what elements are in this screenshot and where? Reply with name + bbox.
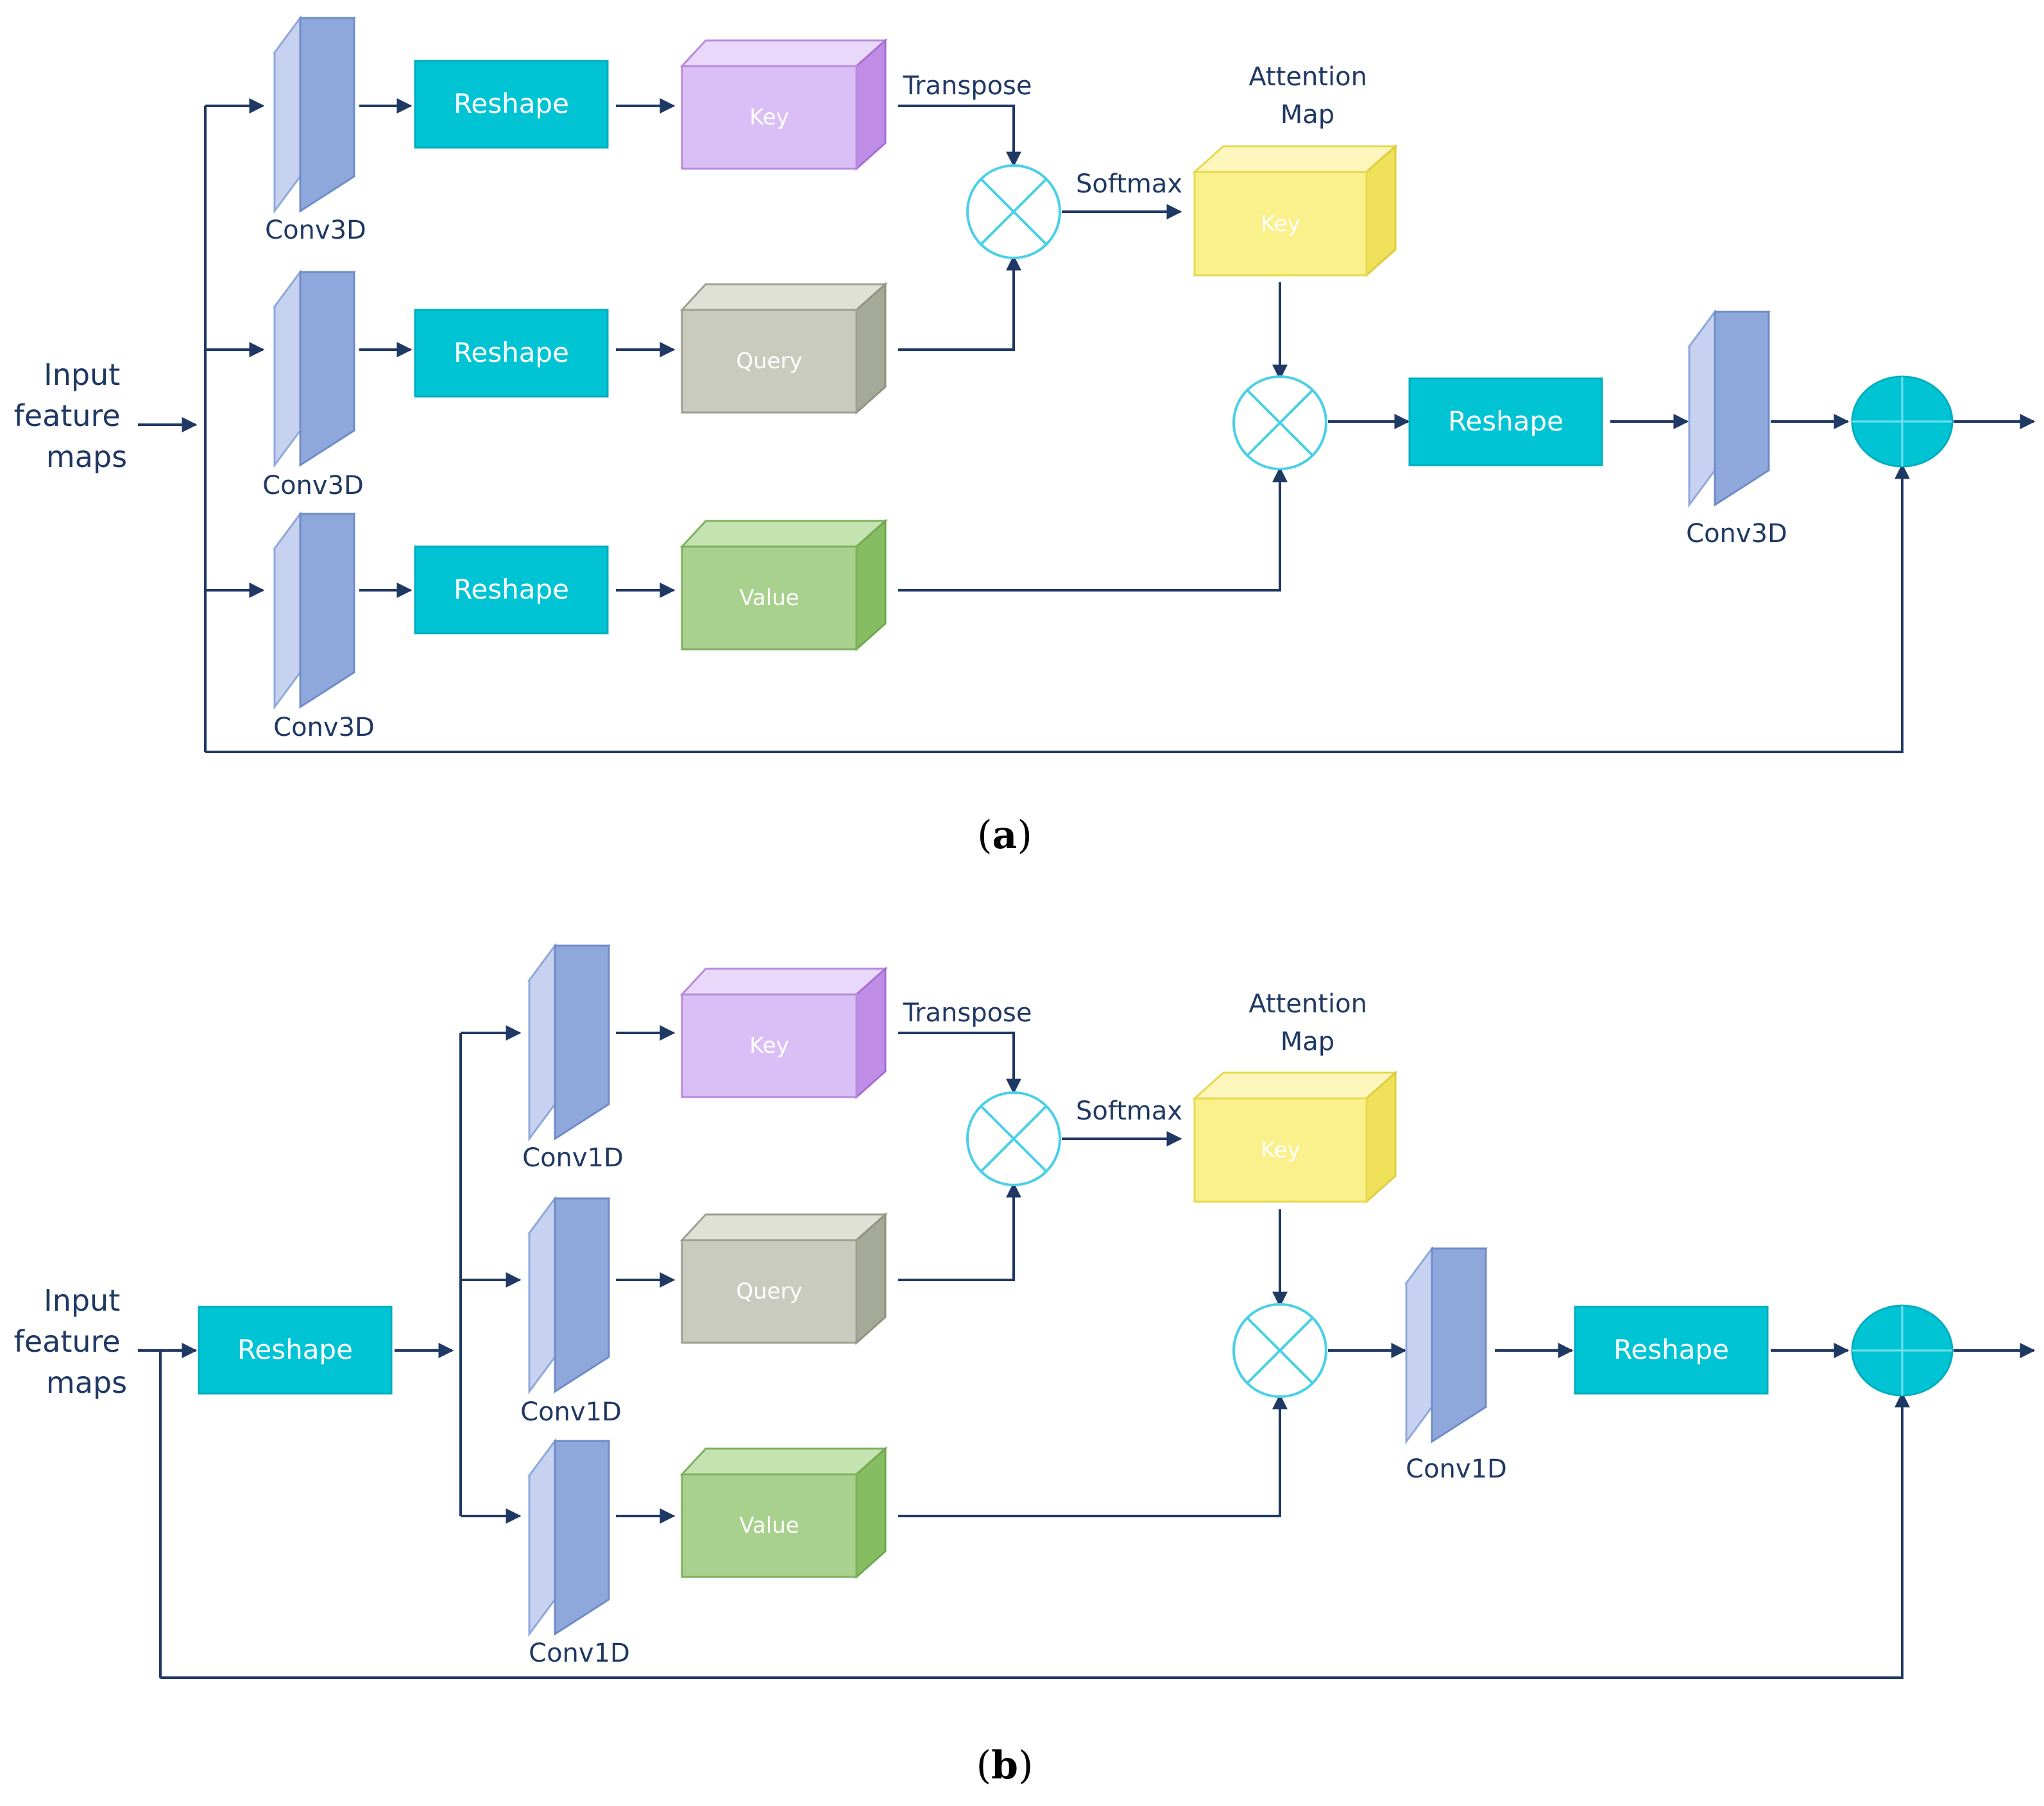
svg-text:Reshape: Reshape [454, 574, 569, 605]
conv3d-block-2: Conv3D [262, 269, 364, 500]
transpose-label: Transpose [902, 71, 1032, 101]
conv3d-block-3: Conv3D [273, 511, 375, 742]
circle-times-icon [1232, 375, 1327, 470]
conv3d-label: Conv3D [262, 471, 364, 500]
softmax-label: Softmax [1076, 1096, 1182, 1126]
reshape-box: Reshape [414, 60, 609, 149]
svg-text:Query: Query [736, 1279, 802, 1304]
conv1d-label: Conv1D [520, 1397, 622, 1427]
reshape-box: Reshape [414, 545, 609, 635]
input-label-b: Input feature maps [14, 1283, 130, 1400]
attention-map-title: Attention Map [1248, 62, 1375, 130]
value-block: Value [679, 518, 888, 652]
circle-times-icon [966, 1091, 1061, 1186]
circle-plus-icon [1851, 1304, 1954, 1397]
svg-text:Query: Query [736, 348, 802, 374]
value-block: Value [679, 1446, 888, 1580]
reshape-box: Reshape [414, 309, 609, 398]
reshape-box: Reshape [1574, 1306, 1769, 1395]
caption-a: (a) [977, 813, 1032, 858]
reshape-box: Reshape [198, 1306, 393, 1395]
attention-map-title: Attention Map [1248, 989, 1375, 1057]
query-block: Query [679, 282, 888, 415]
svg-text:Reshape: Reshape [237, 1334, 353, 1365]
key-block: Key [679, 38, 888, 171]
panel-b: Input feature maps [14, 942, 2036, 1788]
svg-text:Key: Key [1261, 1137, 1300, 1163]
conv3d-label: Conv3D [265, 216, 366, 245]
panel-a: Input feature maps [14, 15, 2036, 858]
conv1d-block-4: Conv1D [1404, 1245, 1507, 1484]
query-block: Query [679, 1212, 888, 1345]
conv1d-label: Conv1D [522, 1143, 624, 1173]
svg-text:Reshape: Reshape [454, 337, 569, 368]
circle-plus-icon [1851, 375, 1954, 468]
conv3d-block-4: Conv3D [1686, 309, 1787, 549]
svg-text:Reshape: Reshape [454, 88, 569, 119]
svg-text:Value: Value [739, 1513, 799, 1538]
svg-text:Reshape: Reshape [1448, 405, 1563, 437]
conv1d-label: Conv1D [529, 1639, 630, 1668]
conv1d-block-3: Conv1D [527, 1438, 630, 1668]
reshape-box: Reshape [1408, 377, 1603, 466]
conv1d-block-2: Conv1D [520, 1195, 622, 1427]
attention-map-block: Key [1192, 1070, 1398, 1204]
attention-map-block: Key [1192, 144, 1398, 278]
caption-b: (b) [976, 1743, 1034, 1788]
key-block: Key [679, 966, 888, 1100]
conv3d-block-1: Conv3D [265, 15, 366, 245]
conv3d-label: Conv3D [273, 713, 375, 742]
conv3d-label: Conv3D [1686, 519, 1787, 549]
connectors-b [138, 1025, 2036, 1679]
svg-text:Key: Key [1261, 211, 1300, 237]
circle-times-icon [1232, 1303, 1327, 1398]
conv1d-block-1: Conv1D [522, 942, 624, 1173]
softmax-label: Softmax [1076, 169, 1182, 199]
svg-text:Key: Key [749, 1033, 789, 1059]
input-label-a: Input feature maps [14, 357, 130, 474]
conv1d-label: Conv1D [1406, 1454, 1507, 1484]
svg-text:Reshape: Reshape [1614, 1334, 1729, 1365]
circle-times-icon [966, 164, 1061, 259]
svg-text:Value: Value [739, 585, 799, 611]
svg-text:Key: Key [749, 105, 789, 130]
connectors-a [138, 98, 2036, 753]
transpose-label: Transpose [902, 998, 1032, 1028]
